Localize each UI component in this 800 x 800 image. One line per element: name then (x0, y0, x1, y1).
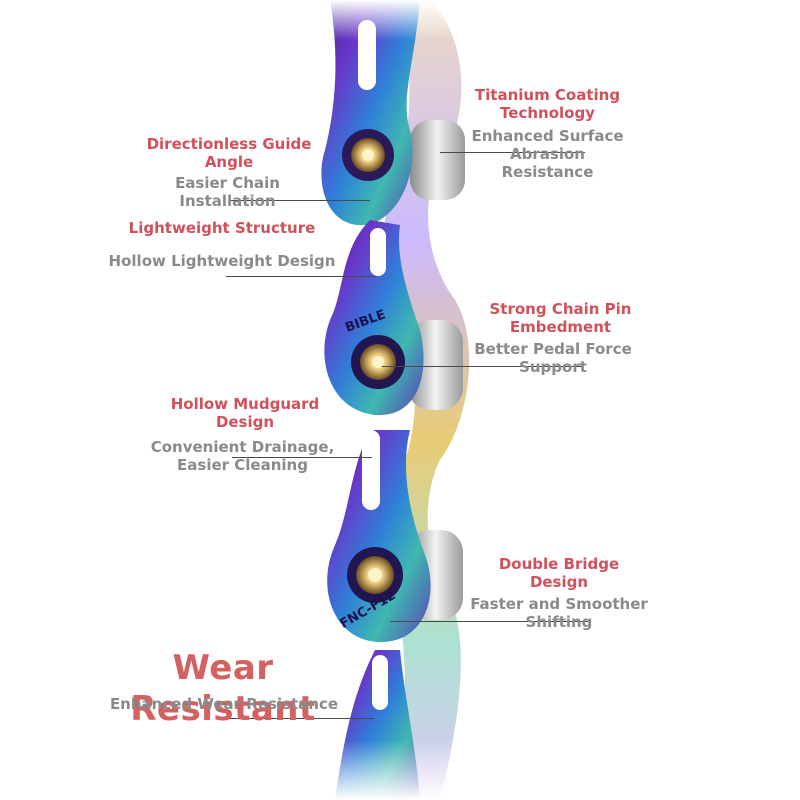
feature-title-wear: Wear Resistant (130, 648, 316, 729)
feature-desc-double-bridge: Faster and Smoother Shifting (470, 595, 648, 631)
feature-title-mudguard: Hollow Mudguard Design (170, 395, 320, 431)
leader-titanium (440, 152, 585, 153)
leader-mudguard (232, 457, 372, 458)
feature-desc-guide-angle: Easier Chain Installation (175, 174, 280, 210)
feature-title-chain-pin: Strong Chain Pin Embedment (489, 300, 632, 336)
feature-title-guide-angle: Directionless Guide Angle (146, 135, 312, 171)
feature-desc-lightweight: Hollow Lightweight Design (108, 252, 336, 270)
leader-wear (224, 718, 374, 719)
leader-double-bridge (390, 621, 590, 622)
leader-guide-angle (230, 200, 370, 201)
feature-desc-wear: Enhanced Wear Resistance (109, 695, 339, 713)
feature-desc-titanium: Enhanced Surface Abrasion Resistance (471, 127, 624, 181)
feature-desc-mudguard: Convenient Drainage, Easier Cleaning (150, 438, 335, 474)
leader-chain-pin (382, 366, 582, 367)
leader-lightweight (226, 276, 376, 277)
feature-title-titanium: Titanium Coating Technology (474, 86, 621, 122)
feature-title-double-bridge: Double Bridge Design (498, 555, 620, 591)
feature-title-lightweight: Lightweight Structure (128, 219, 316, 237)
feature-desc-chain-pin: Better Pedal Force Support (474, 340, 632, 376)
